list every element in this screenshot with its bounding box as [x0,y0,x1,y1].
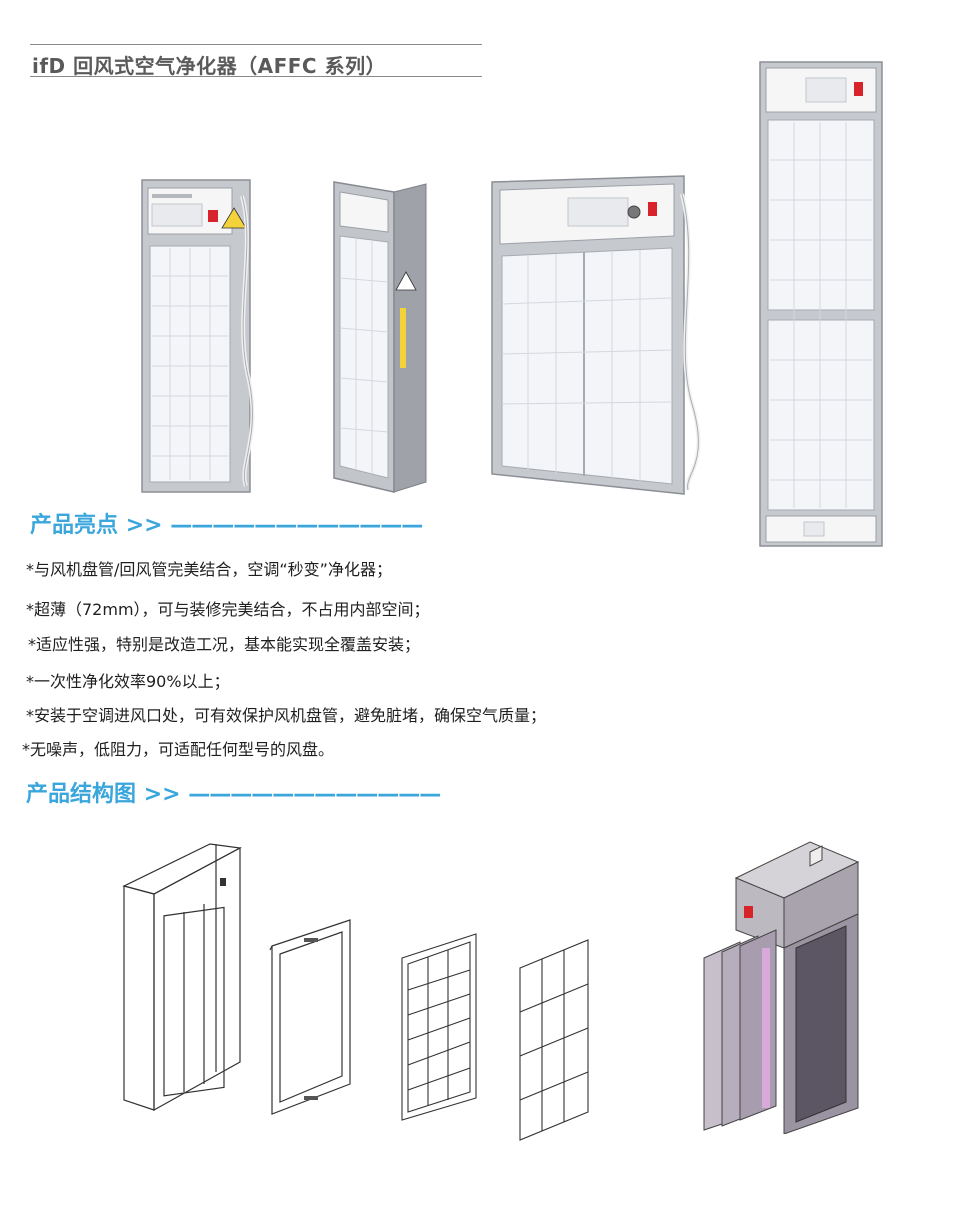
document-title: ifD 回风式空气净化器（AFFC 系列） [32,54,387,78]
title-rule-bottom [30,76,482,77]
product-photo-wide-front [488,174,702,500]
structure-drawing-mesh [516,936,592,1142]
structure-drawing-filter-grid [398,930,480,1122]
title-rule-top [30,44,482,45]
product-photo-slim-angled [330,178,432,498]
highlights-heading-dashes: ———————————— [170,513,423,538]
structure-drawing-frame [268,918,358,1118]
structure-heading-text: 产品结构图 [26,782,137,807]
highlight-item: *安装于空调进风口处，可有效保护风机盘管，避免脏堵，确保空气质量； [26,706,547,725]
structure-heading-dashes: ———————————— [188,782,441,807]
highlights-heading: 产品亮点 >> ———————————— [30,507,423,539]
highlight-item: *适应性强，特别是改造工况，基本能实现全覆盖安装； [28,635,421,654]
structure-drawing-assembly [700,838,868,1134]
highlight-item: *一次性净化效率90%以上； [26,672,230,691]
structure-heading: 产品结构图 >> ———————————— [26,776,441,808]
highlight-item: *无噪声，低阻力，可适配任何型号的风盘。 [22,740,335,759]
product-photo-slim-front [138,176,260,498]
highlight-item: *超薄（72mm），可与装修完美结合，不占用内部空间； [26,600,430,619]
structure-heading-arrow: >> [143,782,181,807]
highlights-heading-text: 产品亮点 [30,513,119,538]
product-photo-tall-front [756,60,886,550]
highlights-heading-arrow: >> [125,513,163,538]
highlight-item: *与风机盘管/回风管完美结合，空调“秒变”净化器； [26,560,392,579]
structure-drawing-housing [120,842,248,1114]
